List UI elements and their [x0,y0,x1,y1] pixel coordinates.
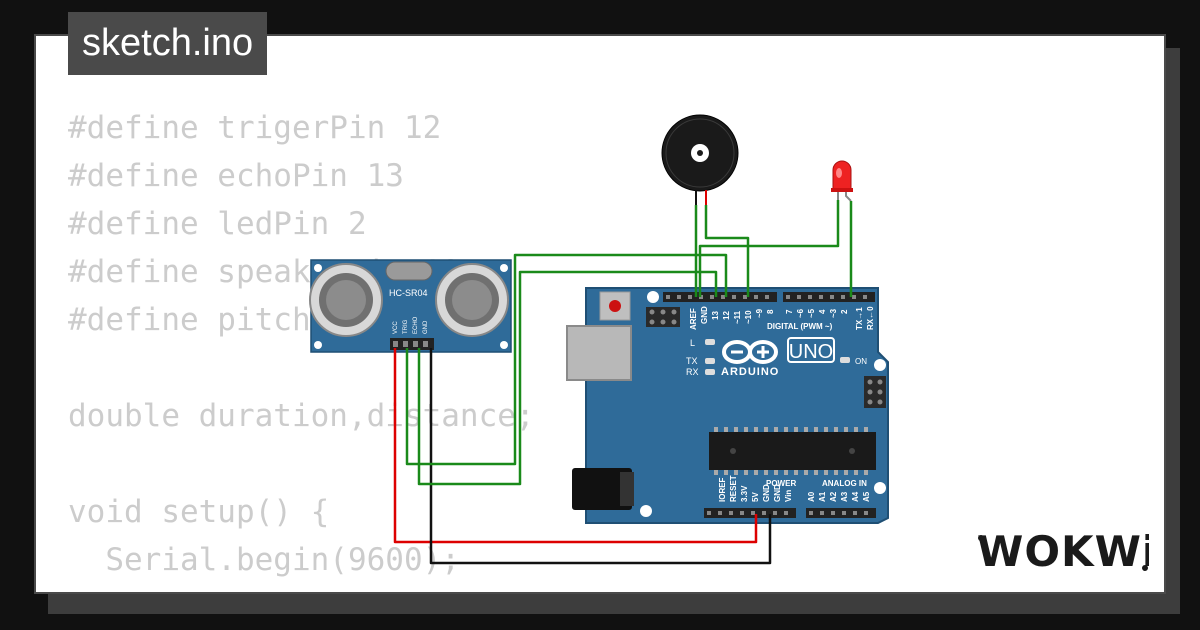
led-l-label: L [690,338,695,348]
analog-pin-labels: A0 A1 A2 A3 A4 A5 [807,491,871,502]
usb-connector [566,325,632,381]
mount-hole [640,505,652,517]
digital-header-1 [663,292,777,302]
power-label: POWER [766,479,796,488]
digital-pin-label: AREF [689,308,698,330]
reset-button-cap[interactable] [609,300,621,312]
buzzer[interactable] [661,114,739,205]
analog-pin-label: A2 [829,491,838,502]
analog-header [806,508,876,518]
code-line: #define ledPin 2 [68,206,367,242]
power-pin-label: Vin [784,490,793,502]
digital-pin-label: ~6 [796,308,805,318]
power-pin-label: GND [773,484,782,502]
power-jack [572,468,632,510]
digital-pin-labels: AREF GND 13 12 ~11 ~10 ~9 8 7 ~6 ~5 4 ~3… [689,306,875,330]
digital-pin-label: 7 [785,309,794,314]
led-rx-label: RX [686,367,699,377]
sensor-pin-label: GND [423,320,429,334]
reset-button[interactable] [599,291,631,321]
wire-trig [405,253,728,466]
wire-echo [417,270,718,486]
uno-badge [787,337,835,363]
code-line: #define echoPin 13 [68,158,404,194]
analog-pin-label: A4 [851,491,860,502]
led-tx [705,358,715,364]
sensor-pin-label: TRIG [403,319,409,334]
led-on [840,357,850,363]
ultrasonic-sensor[interactable]: HC-SR04 VCC TRIG ECHO GND [309,259,512,353]
arduino-logo-icon [722,340,778,364]
digital-pin-label: ~5 [807,308,816,318]
digital-pin-label: 4 [818,309,827,314]
led-tx-label: TX [686,356,698,366]
digital-pin-label: GND [700,306,709,324]
mount-hole [874,359,886,371]
status-leds: L TX RX ON [686,338,867,377]
wokwi-logo: WOKWi [977,530,1149,572]
power-header [704,508,796,518]
analog-pin-label: A0 [807,491,816,502]
led-on-label: ON [855,357,867,366]
digital-pin-label: 2 [840,309,849,314]
transducer-right [435,263,509,337]
atmega-chip [709,427,876,475]
digital-pin-label: ~11 [733,310,742,324]
sensor-model-label: HC-SR04 [389,288,428,298]
digital-pin-label: 12 [722,311,731,320]
digital-pin-label: 8 [766,309,775,314]
wires [393,200,853,565]
digital-header-2 [783,292,875,302]
power-pin-label: RESET [729,475,738,502]
digital-label: DIGITAL (PWM ~) [767,322,833,331]
led-rx [705,369,715,375]
digital-pin-label: ~10 [744,310,753,324]
led-l [705,339,715,345]
mount-hole [874,482,886,494]
icsp-header-2 [864,376,886,408]
digital-pin-label: ~9 [755,308,764,318]
power-pin-labels: IOREF RESET 3.3V 5V GND GND Vin [718,475,793,502]
sensor-pin-label: ECHO [413,316,419,334]
sensor-pin-label: VCC [393,321,399,334]
wire-buzzer-pin10 [704,205,750,297]
code-line: #define trigerPin 12 [68,110,442,146]
transducer-left [309,263,383,337]
code-line: Serial.begin(9600); [68,542,460,578]
board-name: UNO [789,341,833,363]
code-line: double duration,distance; [68,398,535,434]
file-tab: sketch.ino [68,12,268,75]
digital-pin-label: ~3 [829,308,838,318]
mount-hole [647,291,659,303]
arduino-uno-board[interactable]: AREF GND 13 12 ~11 ~10 ~9 8 7 ~6 ~5 4 ~3… [566,287,889,524]
power-pin-label: GND [762,484,771,502]
wokwi-logo-text: WOKWi [977,530,1149,572]
wire-gnd [429,348,772,565]
digital-pin-label: RX←0 [866,306,875,330]
red-led[interactable] [831,160,853,202]
power-pin-label: IOREF [718,477,727,502]
digital-pin-label: TX→1 [855,307,864,330]
analog-label: ANALOG IN [822,479,867,488]
digital-pin-label: 13 [711,311,720,320]
wire-vcc-5v [393,348,758,544]
power-pin-label: 5V [751,492,760,502]
analog-pin-label: A3 [840,491,849,502]
crystal-oscillator [385,261,433,281]
wire-led-gnd [698,200,840,297]
analog-pin-label: A5 [862,491,871,502]
icsp-header [646,307,680,327]
analog-pin-label: A1 [818,491,827,502]
sensor-pin-labels: VCC TRIG ECHO GND [393,316,429,334]
code-line: void setup() { [68,494,330,530]
arduino-brand-label: ARDUINO [721,366,779,378]
power-pin-label: 3.3V [740,485,749,502]
digital-header-pins [666,295,867,299]
